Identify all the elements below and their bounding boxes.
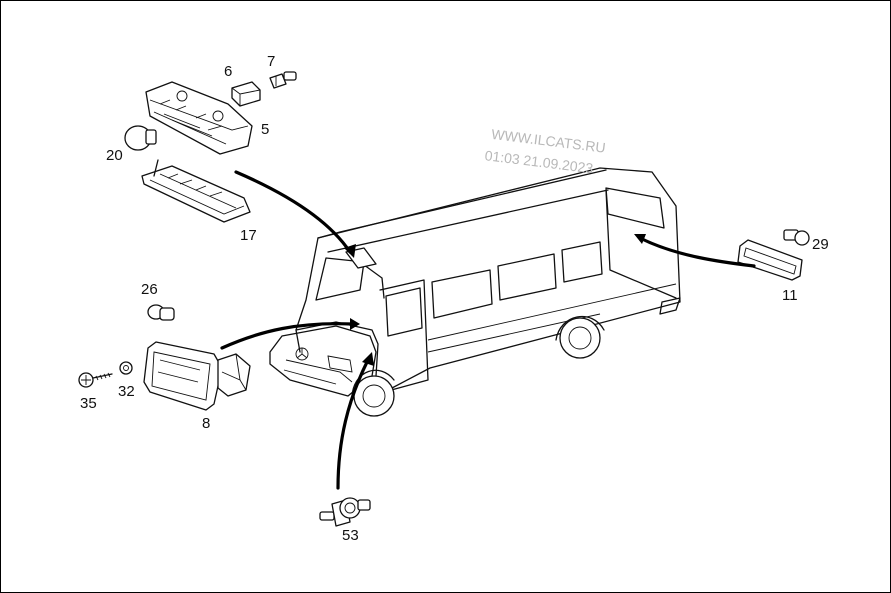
part-8-side-lamp [143, 341, 251, 411]
callout-8: 8 [202, 415, 210, 432]
part-5-overhead-console [145, 81, 253, 155]
part-53-door-switch [319, 497, 371, 527]
watermark: WWW.ILCATS.RU 01:03 21.09.2023 [484, 126, 607, 177]
leader-arrows [220, 170, 756, 490]
callout-20: 20 [106, 147, 123, 164]
part-17-lens-cover [141, 159, 251, 223]
part-11-rear-lamp [737, 239, 803, 281]
callout-17: 17 [240, 227, 257, 244]
callout-32: 32 [118, 383, 135, 400]
callout-53: 53 [342, 527, 359, 544]
part-32-washer [119, 361, 133, 375]
callout-7: 7 [267, 53, 275, 70]
callout-35: 35 [80, 395, 97, 412]
callout-11: 11 [782, 287, 798, 304]
van-body [269, 167, 681, 417]
part-26-bulb [147, 304, 175, 321]
callout-6: 6 [224, 63, 232, 80]
part-35-screw [78, 372, 113, 388]
part-29-bulb [783, 229, 810, 246]
callout-5: 5 [261, 121, 269, 138]
callout-labels: 6 7 5 20 17 26 35 32 8 29 11 53 [80, 53, 829, 544]
part-6-switch [231, 81, 261, 107]
callout-29: 29 [812, 236, 829, 253]
part-20-bulb [124, 125, 157, 151]
callout-26: 26 [141, 281, 158, 298]
part-7-bulb-holder [269, 71, 297, 89]
